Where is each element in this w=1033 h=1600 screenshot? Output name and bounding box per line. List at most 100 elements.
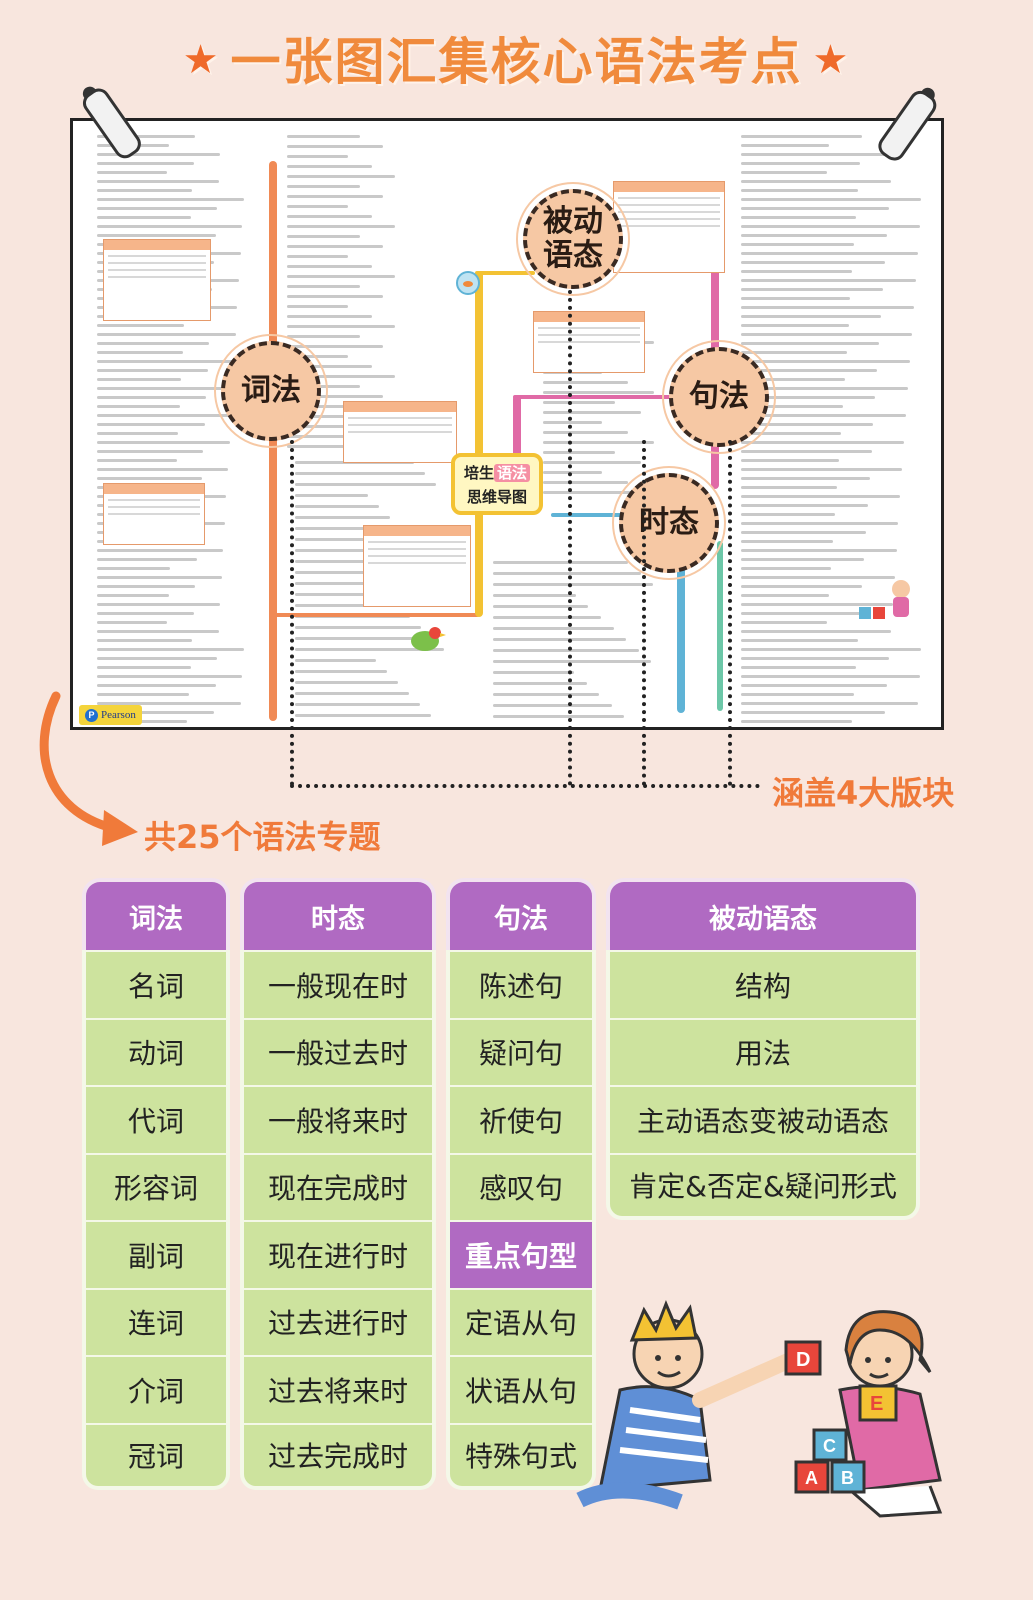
- text-line: [741, 558, 864, 561]
- text-line: [493, 649, 639, 652]
- text-line: [97, 189, 193, 192]
- text-line: [97, 423, 205, 426]
- text-line: [543, 491, 654, 494]
- text-line: [741, 720, 853, 723]
- table-cell: 冠词: [82, 1422, 230, 1490]
- svg-text:E: E: [870, 1393, 883, 1415]
- text-line: [97, 216, 191, 219]
- mini-table: [103, 483, 205, 545]
- text-line: [741, 459, 839, 462]
- mini-table: [363, 525, 471, 607]
- dotted-connector: [290, 440, 294, 786]
- text-line: [97, 612, 194, 615]
- text-line: [295, 505, 379, 508]
- text-line: [295, 538, 412, 541]
- text-line: [97, 459, 177, 462]
- table-cell: 肯定&否定&疑问形式: [606, 1152, 920, 1220]
- text-line: [543, 431, 628, 434]
- text-line: [97, 450, 204, 453]
- text-line: [543, 391, 654, 394]
- text-line: [97, 414, 232, 417]
- text-line: [493, 682, 587, 685]
- text-line: [493, 660, 652, 663]
- text-line: [287, 345, 384, 348]
- tense-trunk-green: [717, 541, 723, 711]
- text-line: [741, 603, 893, 606]
- text-line: [741, 207, 889, 210]
- text-line: [741, 522, 899, 525]
- text-line: [97, 585, 196, 588]
- coverage-label: 涵盖4大版块: [772, 774, 955, 812]
- text-line: [287, 375, 395, 378]
- text-line: [741, 684, 887, 687]
- text-line: [287, 235, 361, 238]
- svg-text:D: D: [796, 1349, 810, 1371]
- text-line: [287, 135, 361, 138]
- text-line: [287, 245, 384, 248]
- text-line: [741, 639, 859, 642]
- star-icon: ★: [812, 37, 851, 83]
- text-line: [543, 471, 602, 474]
- text-line: [287, 215, 372, 218]
- column-tense: 时态 一般现在时 一般过去时 一般将来时 现在完成时 现在进行时 过去进行时 过…: [240, 878, 436, 1490]
- dotted-connector: [290, 784, 760, 788]
- text-line: [741, 189, 859, 192]
- table-cell: 特殊句式: [446, 1422, 596, 1490]
- text-line: [97, 234, 216, 237]
- text-line: [741, 162, 861, 165]
- text-line: [287, 255, 349, 258]
- text-line: [97, 162, 194, 165]
- passive-voice-bubble: 被动语态: [516, 182, 630, 296]
- text-line: [295, 571, 367, 574]
- text-line: [493, 572, 641, 575]
- column-header: 句法: [446, 878, 596, 950]
- text-line: [97, 225, 243, 228]
- text-line: [741, 153, 893, 156]
- text-line: [97, 396, 207, 399]
- text-line: [741, 495, 901, 498]
- text-line: [287, 295, 384, 298]
- fishbowl-icon: [456, 271, 480, 295]
- table-cell: 过去进行时: [240, 1287, 436, 1355]
- text-line: [741, 657, 889, 660]
- text-line: [287, 195, 384, 198]
- key-sentence-subheader: 重点句型: [446, 1220, 596, 1288]
- text-line: [741, 261, 885, 264]
- text-line: [97, 675, 243, 678]
- star-icon: ★: [182, 37, 221, 83]
- dotted-connector: [642, 440, 646, 786]
- text-line: [97, 135, 196, 138]
- table-cell: 一般现在时: [240, 950, 436, 1018]
- passive-branch: [475, 271, 535, 275]
- topics-heading: 共25个语法专题: [144, 818, 381, 856]
- text-line: [741, 297, 851, 300]
- table-cell: 过去完成时: [240, 1422, 436, 1490]
- text-line: [287, 165, 372, 168]
- kids-playing-blocks-illustration: D E C A B: [576, 1299, 943, 1518]
- text-line: [97, 594, 169, 597]
- dotted-connector: [728, 440, 732, 786]
- text-line: [493, 715, 625, 718]
- column-passive: 被动语态 结构 用法 主动语态变被动语态 肯定&否定&疑问形式: [606, 878, 920, 1220]
- text-line: [97, 153, 221, 156]
- text-line: [287, 415, 372, 418]
- text-line: [493, 693, 600, 696]
- text-line: [741, 315, 882, 318]
- mini-table: [343, 401, 457, 463]
- text-line: [741, 477, 870, 480]
- text-line: [97, 171, 168, 174]
- text-line: [741, 549, 897, 552]
- text-line: [741, 468, 903, 471]
- table-cell: 状语从句: [446, 1355, 596, 1423]
- text-line: [493, 605, 589, 608]
- text-line: [493, 616, 601, 619]
- text-line: [741, 486, 837, 489]
- text-line: [287, 275, 395, 278]
- svg-text:C: C: [823, 1436, 836, 1456]
- text-line: [493, 594, 576, 597]
- text-line: [741, 333, 912, 336]
- text-line: [741, 216, 857, 219]
- table-cell: 一般将来时: [240, 1085, 436, 1153]
- mini-table: [103, 239, 211, 321]
